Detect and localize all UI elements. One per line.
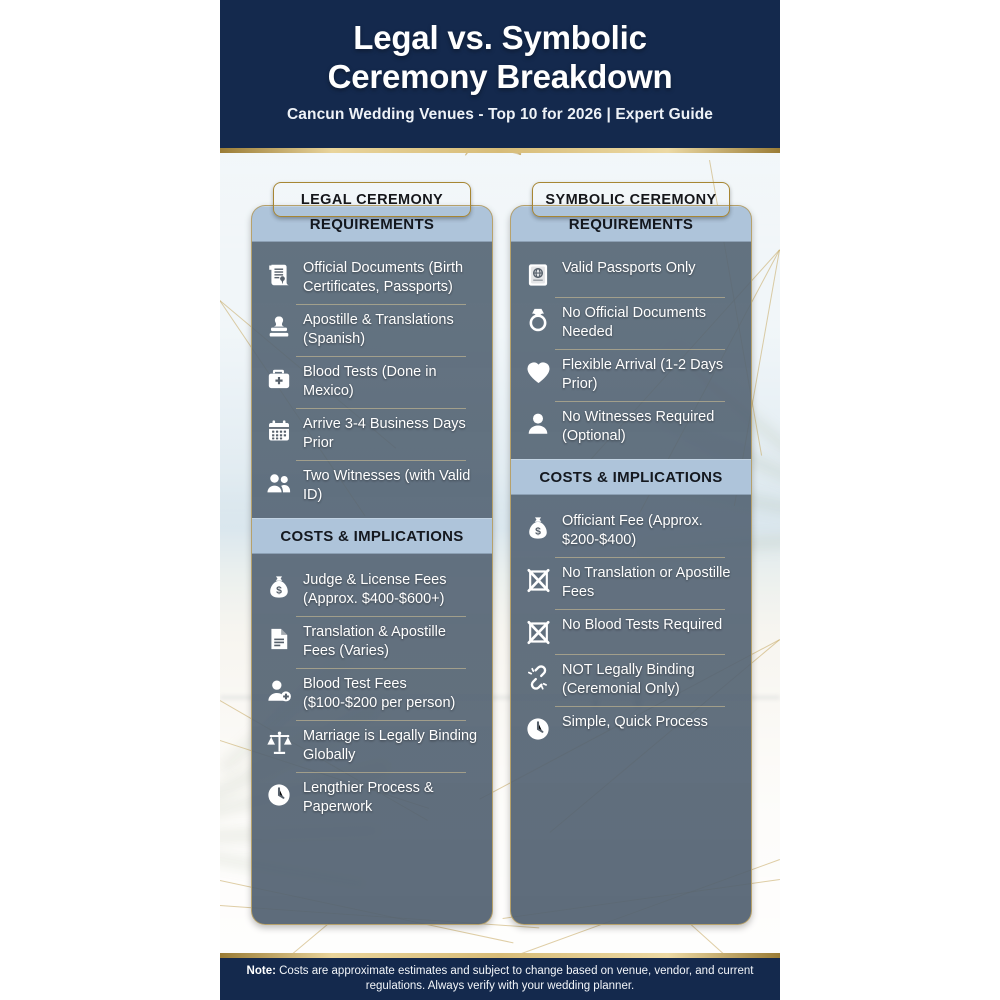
list-item: Arrive 3-4 Business Days Prior [264,408,480,460]
list-item: NOT Legally Binding (Ceremonial Only) [523,654,739,706]
list-item: Valid Passports Only [523,252,739,297]
svg-text:$: $ [535,527,541,538]
page-subtitle: Cancun Wedding Venues - Top 10 for 2026 … [286,106,714,123]
section-heading-label: REQUIREMENTS [309,215,435,233]
list-item-label: Marriage is Legally Binding Globally [303,728,478,763]
list-item-label: Arrive 3-4 Business Days Prior [303,416,466,451]
list-item: No Translation or Apostille Fees [523,557,739,609]
list-item: No Witnesses Required (Optional) [523,401,739,453]
section-heading-band: REQUIREMENTS [252,206,492,242]
no-document-icon [523,617,553,647]
infographic-canvas: Legal vs. Symbolic Ceremony Breakdown Ca… [220,0,780,1000]
list-item-label: No Official Documents Needed [562,305,706,340]
section-heading-band: COSTS & IMPLICATIONS [252,518,492,554]
list-item-label: NOT Legally Binding (Ceremonial Only) [562,662,695,697]
scales-of-justice-icon [264,728,294,758]
section-heading-label: REQUIREMENTS [568,215,694,233]
person-icon [523,409,553,439]
comparison-card-left: REQUIREMENTS Official Documents (Birth Ce… [251,205,493,925]
list-item-label: Blood Test Fees ($100-$200 per person) [303,676,456,711]
list-item-label: Officiant Fee (Approx. $200-$400) [562,513,703,548]
list-item: Official Documents (Birth Certificates, … [264,252,480,304]
comparison-card-right: REQUIREMENTS Valid Passports Only No Offic… [510,205,752,925]
stamp-icon [264,312,294,342]
title-line-1: Legal vs. Symbolic [353,19,647,56]
list-item-label: Valid Passports Only [562,260,696,276]
list-item: Translation & Apostille Fees (Varies) [264,616,480,668]
list-item-label: No Witnesses Required (Optional) [562,409,715,444]
column-badge-right: SYMBOLIC CEREMONY [532,182,730,217]
list-item: $ Judge & License Fees (Approx. $400-$600… [264,564,480,616]
list-item-label: Flexible Arrival (1-2 Days Prior) [562,357,724,392]
list-item-label: Translation & Apostille Fees (Varies) [303,624,446,659]
clock-icon [264,780,294,810]
list-item-label: Blood Tests (Done in Mexico) [303,364,437,399]
document-icon [264,624,294,654]
person-plus-icon [264,676,294,706]
section-heading-label: COSTS & IMPLICATIONS [539,468,723,486]
list-item: Apostille & Translations (Spanish) [264,304,480,356]
list-item-label: Judge & License Fees (Approx. $400-$600+… [303,572,447,607]
comparison-columns: REQUIREMENTS Official Documents (Birth Ce… [220,0,780,1000]
two-people-icon [264,468,294,498]
list-item: $ Officiant Fee (Approx. $200-$400) [523,505,739,557]
passport-icon [523,260,553,290]
footer-text: Note: Costs are approximate estimates an… [220,964,780,995]
list-item: Blood Tests (Done in Mexico) [264,356,480,408]
section-heading-band: REQUIREMENTS [511,206,751,242]
section-heading-label: COSTS & IMPLICATIONS [280,527,464,545]
list-item-label: Apostille & Translations (Spanish) [303,312,454,347]
money-bag-icon: $ [264,572,294,602]
header-banner: Legal vs. Symbolic Ceremony Breakdown Ca… [220,0,780,148]
footer-body: Costs are approximate estimates and subj… [275,964,754,993]
list-item-label: No Translation or Apostille Fees [562,565,731,600]
header-gold-divider [220,148,780,153]
list-item: No Official Documents Needed [523,297,739,349]
list-item: Marriage is Legally Binding Globally [264,720,480,772]
list-item-label: Official Documents (Birth Certificates, … [303,260,464,295]
certificate-scroll-icon [264,260,294,290]
list-item-label: Simple, Quick Process [562,714,708,730]
section-items: Official Documents (Birth Certificates, … [252,242,492,518]
page-title: Legal vs. Symbolic Ceremony Breakdown [220,0,780,96]
broken-chain-icon [523,662,553,692]
section-items: $ Officiant Fee (Approx. $200-$400) No Tra… [511,495,751,757]
column-badge-label: LEGAL CEREMONY [300,191,444,208]
column-badge-label: SYMBOLIC CEREMONY [545,191,717,208]
section-items: $ Judge & License Fees (Approx. $400-$600… [252,554,492,830]
title-line-2: Ceremony Breakdown [327,58,673,95]
medical-bag-icon [264,364,294,394]
list-item: Flexible Arrival (1-2 Days Prior) [523,349,739,401]
list-item-label: Two Witnesses (with Valid ID) [303,468,471,503]
list-item: Lengthier Process & Paperwork [264,772,480,824]
list-item-label: Lengthier Process & Paperwork [303,780,434,815]
column-badge-left: LEGAL CEREMONY [273,182,471,217]
ring-icon [523,305,553,335]
no-document-icon [523,565,553,595]
clock-icon [523,714,553,744]
svg-text:$: $ [276,586,282,597]
section-heading-band: COSTS & IMPLICATIONS [511,459,751,495]
list-item: Two Witnesses (with Valid ID) [264,460,480,512]
list-item-label: No Blood Tests Required [562,617,723,633]
footer-label: Note: [246,964,276,977]
footer-note: Note: Costs are approximate estimates an… [220,958,780,1000]
footer-gold-divider [220,953,780,958]
list-item: Blood Test Fees ($100-$200 per person) [264,668,480,720]
section-items: Valid Passports Only No Official Document… [511,242,751,459]
horizon-line [220,696,780,699]
money-bag-icon: $ [523,513,553,543]
heart-icon [523,357,553,387]
list-item: No Blood Tests Required [523,609,739,654]
list-item: Simple, Quick Process [523,706,739,751]
calendar-icon [264,416,294,446]
